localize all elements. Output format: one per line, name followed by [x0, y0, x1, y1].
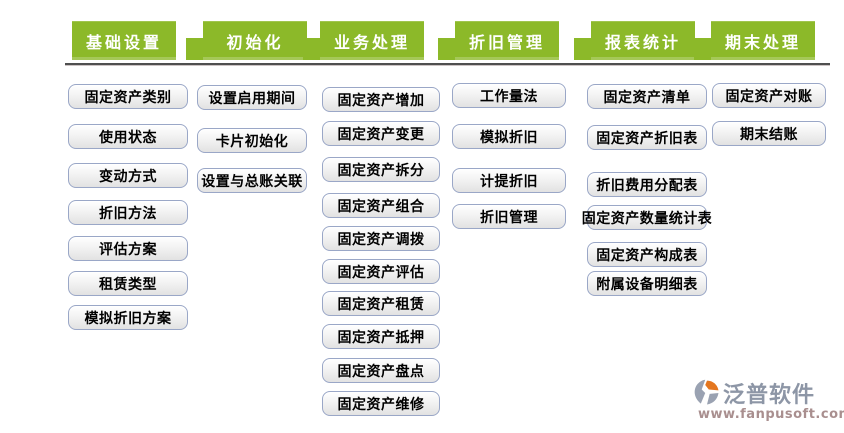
- module-button-label: 固定资产清单: [603, 89, 691, 106]
- watermark: 泛普软件 www.fanpusoft.com↵: [692, 377, 844, 422]
- module-button[interactable]: 折旧管理: [452, 204, 566, 229]
- module-button[interactable]: 固定资产盘点: [322, 358, 440, 383]
- module-button-label: 设置与总账关联: [201, 173, 303, 190]
- module-button-label: 固定资产类别: [84, 89, 172, 106]
- module-button[interactable]: 固定资产折旧表: [587, 125, 707, 150]
- module-button[interactable]: 期末结账: [712, 121, 826, 146]
- module-button-label: 固定资产数量统计表: [581, 210, 713, 227]
- module-button[interactable]: 固定资产调拨: [322, 226, 440, 251]
- module-button[interactable]: 固定资产增加: [322, 87, 440, 112]
- module-button[interactable]: 模拟折旧方案: [68, 305, 188, 330]
- module-button[interactable]: 评估方案: [68, 236, 188, 261]
- module-button[interactable]: 固定资产清单: [587, 84, 707, 109]
- module-button[interactable]: 固定资产拆分: [322, 157, 440, 182]
- tab-business-processing[interactable]: 业务处理: [320, 21, 424, 60]
- module-button[interactable]: 工作量法: [452, 83, 566, 108]
- fanpu-logo-icon: [694, 379, 719, 405]
- module-button[interactable]: 固定资产变更: [322, 121, 440, 146]
- module-button-label: 固定资产对账: [725, 88, 813, 105]
- module-button-label: 模拟折旧方案: [84, 310, 172, 327]
- module-button-label: 固定资产折旧表: [596, 130, 698, 147]
- module-button-label: 变动方式: [99, 168, 157, 185]
- module-button-label: 评估方案: [99, 241, 157, 258]
- module-button-label: 卡片初始化: [215, 133, 289, 150]
- module-button-label: 固定资产调拨: [337, 231, 425, 248]
- module-button-label: 固定资产增加: [337, 92, 425, 109]
- module-button[interactable]: 固定资产构成表: [587, 242, 707, 267]
- module-button-label: 固定资产盘点: [337, 363, 425, 380]
- module-button[interactable]: 租赁类型: [68, 271, 188, 296]
- module-button[interactable]: 固定资产组合: [322, 193, 440, 218]
- module-button[interactable]: 设置启用期间: [197, 85, 307, 110]
- tab-connector: [694, 38, 712, 60]
- module-button[interactable]: 固定资产维修: [322, 391, 440, 416]
- module-button[interactable]: 固定资产数量统计表: [582, 205, 712, 230]
- module-button-label: 固定资产拆分: [337, 162, 425, 179]
- module-button[interactable]: 固定资产租赁: [322, 291, 440, 316]
- tab-period-end-processing[interactable]: 期末处理: [711, 21, 815, 60]
- module-button-label: 折旧方法: [99, 205, 157, 222]
- module-button[interactable]: 固定资产评估: [322, 259, 440, 284]
- watermark-brand-row: 泛普软件: [692, 377, 842, 409]
- module-button-label: 固定资产租赁: [337, 296, 425, 313]
- module-button[interactable]: 固定资产抵押: [322, 324, 440, 349]
- tab-initialization[interactable]: 初始化: [203, 21, 307, 60]
- tab-basic-settings[interactable]: 基础设置: [72, 21, 176, 60]
- module-button-label: 期末结账: [740, 126, 798, 143]
- module-button-label: 附属设备明细表: [596, 276, 698, 293]
- tab-report-statistics[interactable]: 报表统计: [591, 21, 695, 60]
- module-button-label: 固定资产构成表: [596, 247, 698, 264]
- module-button[interactable]: 变动方式: [68, 163, 188, 188]
- module-button[interactable]: 卡片初始化: [197, 128, 307, 153]
- module-button-label: 租赁类型: [99, 276, 157, 293]
- module-button-label: 固定资产维修: [337, 396, 425, 413]
- module-button-label: 固定资产组合: [337, 198, 425, 215]
- module-button[interactable]: 设置与总账关联: [197, 168, 307, 193]
- module-button[interactable]: 模拟折旧: [452, 124, 566, 149]
- module-button[interactable]: 固定资产对账: [712, 83, 826, 108]
- watermark-url: www.fanpusoft.com: [698, 407, 844, 422]
- module-button-label: 计提折旧: [480, 173, 538, 190]
- module-button[interactable]: 计提折旧: [452, 168, 566, 193]
- tab-connector: [186, 38, 204, 60]
- watermark-brand: 泛普软件: [723, 383, 816, 408]
- tab-connector: [574, 38, 592, 60]
- tab-depreciation-management[interactable]: 折旧管理: [455, 21, 559, 60]
- module-button[interactable]: 附属设备明细表: [587, 271, 707, 296]
- module-button[interactable]: 使用状态: [68, 124, 188, 149]
- tab-connector: [438, 38, 456, 60]
- module-button-label: 固定资产评估: [337, 264, 425, 281]
- watermark-url-row: www.fanpusoft.com↵: [698, 406, 844, 422]
- module-button-label: 折旧管理: [480, 209, 538, 226]
- module-button[interactable]: 折旧费用分配表: [587, 172, 707, 197]
- tab-connector: [303, 38, 321, 60]
- module-button-label: 使用状态: [99, 129, 157, 146]
- module-button-label: 固定资产抵押: [337, 329, 425, 346]
- module-button-label: 折旧费用分配表: [596, 177, 698, 194]
- module-button-label: 工作量法: [480, 88, 538, 105]
- module-button[interactable]: 折旧方法: [68, 200, 188, 225]
- module-button-label: 固定资产变更: [337, 126, 425, 143]
- module-button[interactable]: 固定资产类别: [68, 84, 188, 109]
- module-button-label: 模拟折旧: [480, 129, 538, 146]
- header-separator: [65, 63, 830, 66]
- module-button-label: 设置启用期间: [208, 90, 296, 107]
